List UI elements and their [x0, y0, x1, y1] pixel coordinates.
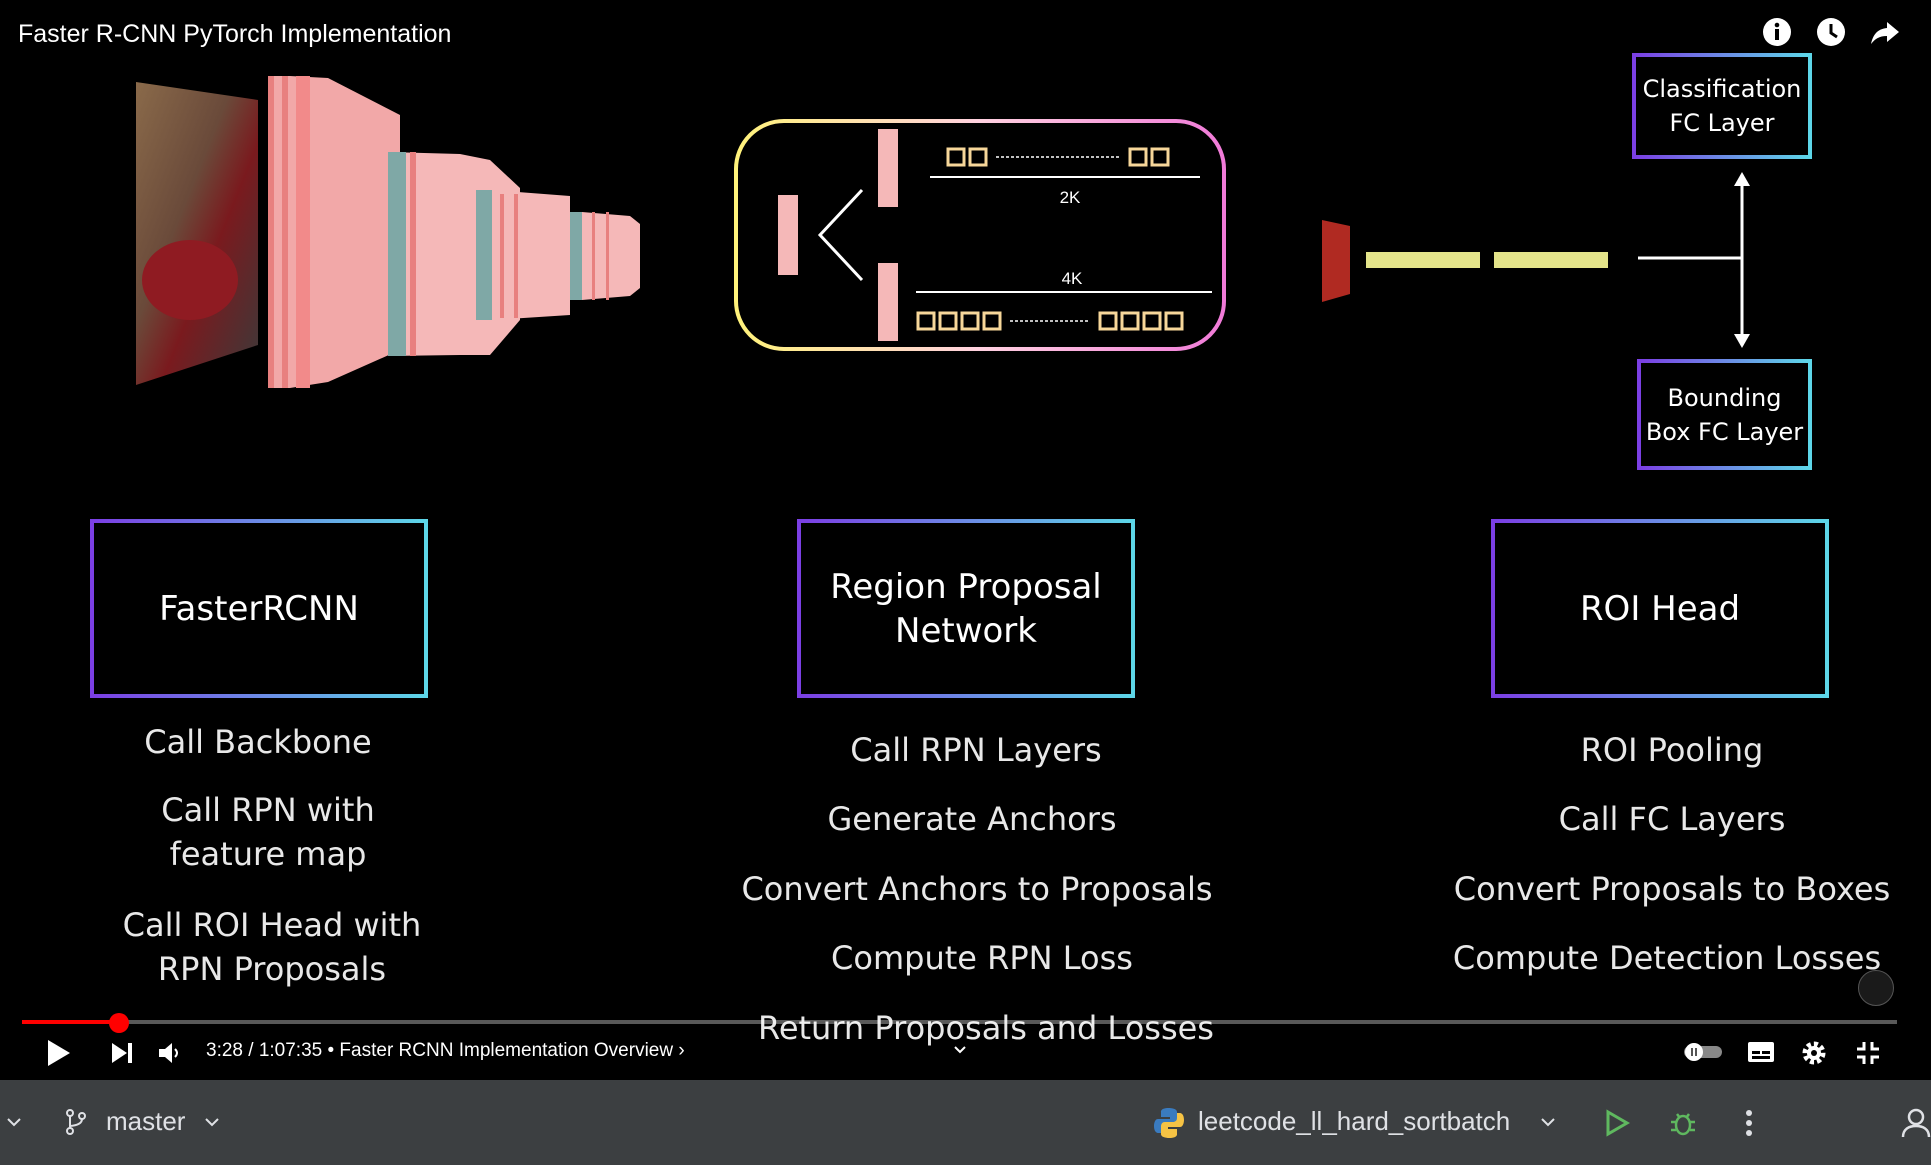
progress-scrubber[interactable]	[108, 1013, 129, 1033]
item-compute-detection-losses: Compute Detection Losses	[1452, 939, 1882, 977]
exit-fullscreen-icon[interactable]	[1852, 1037, 1884, 1069]
subtitles-icon[interactable]	[1745, 1038, 1777, 1066]
ide-toolbar: master leetcode_ll_hard_sortbatch	[0, 1080, 1931, 1165]
top-icons	[1761, 16, 1901, 48]
settings-gear-icon[interactable]	[1798, 1037, 1830, 1069]
rpn-4k-label: 4K	[1062, 269, 1083, 288]
rpn-diagram: 2K 4K	[734, 119, 1226, 351]
channel-watermark[interactable]	[1858, 970, 1894, 1006]
roi-head-diagram	[1322, 172, 1750, 348]
share-icon[interactable]	[1869, 16, 1901, 48]
run-config-name[interactable]: leetcode_ll_hard_sortbatch	[1198, 1106, 1511, 1136]
chapter-title[interactable]: • Faster RCNN Implementation Overview	[327, 1040, 674, 1061]
item-convert-anchors: Convert Anchors to Proposals	[741, 870, 1213, 908]
video-player[interactable]: Faster R-CNN PyTorch Implementation	[0, 0, 1931, 1080]
user-icon[interactable]	[1900, 1104, 1931, 1142]
next-button[interactable]	[104, 1035, 140, 1071]
item-call-backbone: Call Backbone	[144, 723, 372, 761]
chevron-down-icon[interactable]	[1536, 1110, 1560, 1134]
python-icon	[1150, 1104, 1188, 1142]
autoplay-toggle[interactable]	[1682, 1040, 1724, 1064]
chevron-down-icon[interactable]	[200, 1110, 224, 1134]
fasterrcnn-header-box: FasterRCNN	[90, 519, 428, 698]
item-call-rpn-layers: Call RPN Layers	[850, 731, 1102, 769]
watch-later-icon[interactable]	[1815, 16, 1847, 48]
debug-bug-icon[interactable]	[1664, 1104, 1702, 1142]
more-options-icon[interactable]	[1734, 1104, 1764, 1142]
item-return-proposals: Return Proposals and Losses	[758, 1009, 1214, 1047]
progress-bar[interactable]	[22, 1020, 1897, 1024]
item-convert-proposals: Convert Proposals to Boxes	[1453, 870, 1891, 908]
chevron-down-icon[interactable]	[950, 1040, 970, 1060]
chevron-down-icon[interactable]	[2, 1110, 26, 1134]
chapter-chevron-icon[interactable]: ›	[678, 1040, 685, 1061]
roi-head-header-box: ROI Head	[1491, 519, 1829, 698]
item-roi-pooling: ROI Pooling	[1580, 731, 1764, 769]
backbone-diagram	[136, 76, 640, 388]
video-title: Faster R-CNN PyTorch Implementation	[18, 20, 452, 48]
item-compute-rpn-loss: Compute RPN Loss	[831, 939, 1133, 977]
rpn-2k-label: 2K	[1060, 188, 1081, 207]
item-generate-anchors: Generate Anchors	[827, 800, 1117, 838]
item-call-fc-layers: Call FC Layers	[1558, 800, 1786, 838]
progress-played	[22, 1020, 119, 1024]
play-button[interactable]	[40, 1035, 76, 1071]
git-branch-icon[interactable]	[62, 1108, 90, 1136]
time-display: 3:28 / 1:07:35 • Faster RCNN Implementat…	[206, 1040, 685, 1062]
branch-name[interactable]: master	[106, 1106, 186, 1136]
volume-icon[interactable]	[154, 1037, 186, 1069]
time-text: 3:28 / 1:07:35	[206, 1040, 323, 1061]
run-button[interactable]	[1598, 1104, 1636, 1142]
info-icon[interactable]	[1761, 16, 1793, 48]
